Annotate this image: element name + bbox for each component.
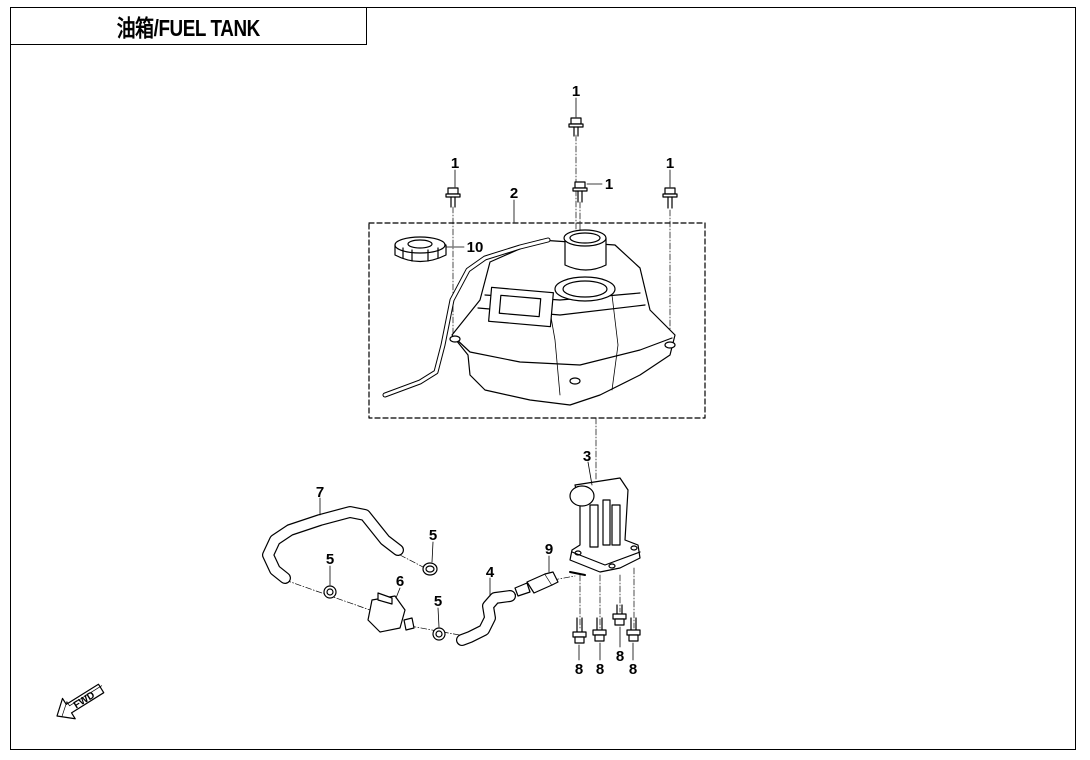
diagram-title: 油箱/FUEL TANK xyxy=(116,14,260,41)
callout-bolt-mid: 1 xyxy=(605,176,613,193)
short-hose xyxy=(456,590,516,646)
fwd-arrow: FWD xyxy=(56,683,105,720)
fuel-filter xyxy=(367,592,415,633)
title-box: 油箱/FUEL TANK xyxy=(10,7,367,45)
callout-cap: 10 xyxy=(467,239,484,256)
callout-screw-c: 8 xyxy=(616,648,624,665)
callout-bolt-top: 1 xyxy=(572,83,580,100)
callout-hose-short: 4 xyxy=(486,564,495,581)
callout-fitting: 9 xyxy=(545,541,553,558)
callout-filter: 6 xyxy=(396,573,404,590)
callout-screw-d: 8 xyxy=(629,661,637,678)
screw-d xyxy=(626,617,641,642)
callout-tank: 2 xyxy=(510,185,518,202)
callout-bolt-left: 1 xyxy=(451,155,459,172)
screw-c xyxy=(612,604,627,626)
clamp-a xyxy=(422,562,438,576)
callout-clamp-c: 5 xyxy=(434,593,442,610)
bolt-left xyxy=(445,187,461,208)
fuel-cap xyxy=(394,236,447,263)
fitting xyxy=(514,571,559,597)
callout-pump: 3 xyxy=(583,448,591,465)
callout-hose-long: 7 xyxy=(316,484,324,501)
drawing-frame xyxy=(10,7,1076,750)
fuel-pump xyxy=(569,477,641,576)
fuel-tank xyxy=(382,229,676,406)
screw-b xyxy=(592,617,607,642)
callout-labels: 1 1 1 1 2 3 4 5 5 5 6 7 8 8 8 8 9 10 xyxy=(316,83,674,678)
long-hose xyxy=(262,506,404,584)
leader-lines xyxy=(319,97,671,661)
screw-a xyxy=(572,617,587,644)
clamp-b xyxy=(323,585,337,599)
callout-bolt-right: 1 xyxy=(666,155,674,172)
callout-clamp-b: 5 xyxy=(326,551,334,568)
callout-screw-a: 8 xyxy=(575,661,583,678)
callout-screw-b: 8 xyxy=(596,661,604,678)
callout-clamp-a: 5 xyxy=(429,527,437,544)
bolt-right xyxy=(662,187,678,209)
bolt-mid xyxy=(572,181,588,203)
tank-group-box xyxy=(368,222,706,419)
clamp-c xyxy=(432,627,446,641)
bolt-top xyxy=(568,117,584,137)
